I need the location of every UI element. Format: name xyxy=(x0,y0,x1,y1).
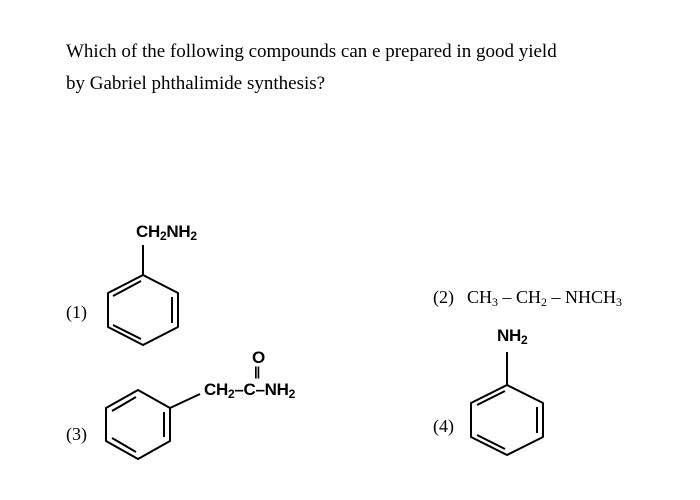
option-4-label: (4) xyxy=(433,416,454,436)
option-3-label: (3) xyxy=(66,424,87,444)
option-1-label: (1) xyxy=(66,302,87,322)
option-4-substituent: NH2 xyxy=(497,326,528,347)
option-3-double-bond: || xyxy=(254,364,260,379)
option-3-chain: CH2–C–NH2 xyxy=(204,380,295,401)
question-line-1: Which of the following compounds can e p… xyxy=(66,41,557,62)
option-1-substituent: CH2NH2 xyxy=(136,222,197,243)
option-3-benzene-ring xyxy=(105,389,201,460)
question-text: Which of the following compounds can e p… xyxy=(66,36,666,100)
option-2-label: (2) xyxy=(433,287,454,307)
option-4-benzene-ring xyxy=(470,352,544,456)
option-2-formula: CH3 – CH2 – NHCH3 xyxy=(467,287,623,309)
option-1-benzene-ring xyxy=(107,245,179,346)
option-3-carbonyl-oxygen: O xyxy=(252,348,265,367)
option-3-bond xyxy=(169,393,201,409)
question-line-2: by Gabriel phthalimide synthesis? xyxy=(66,73,326,94)
